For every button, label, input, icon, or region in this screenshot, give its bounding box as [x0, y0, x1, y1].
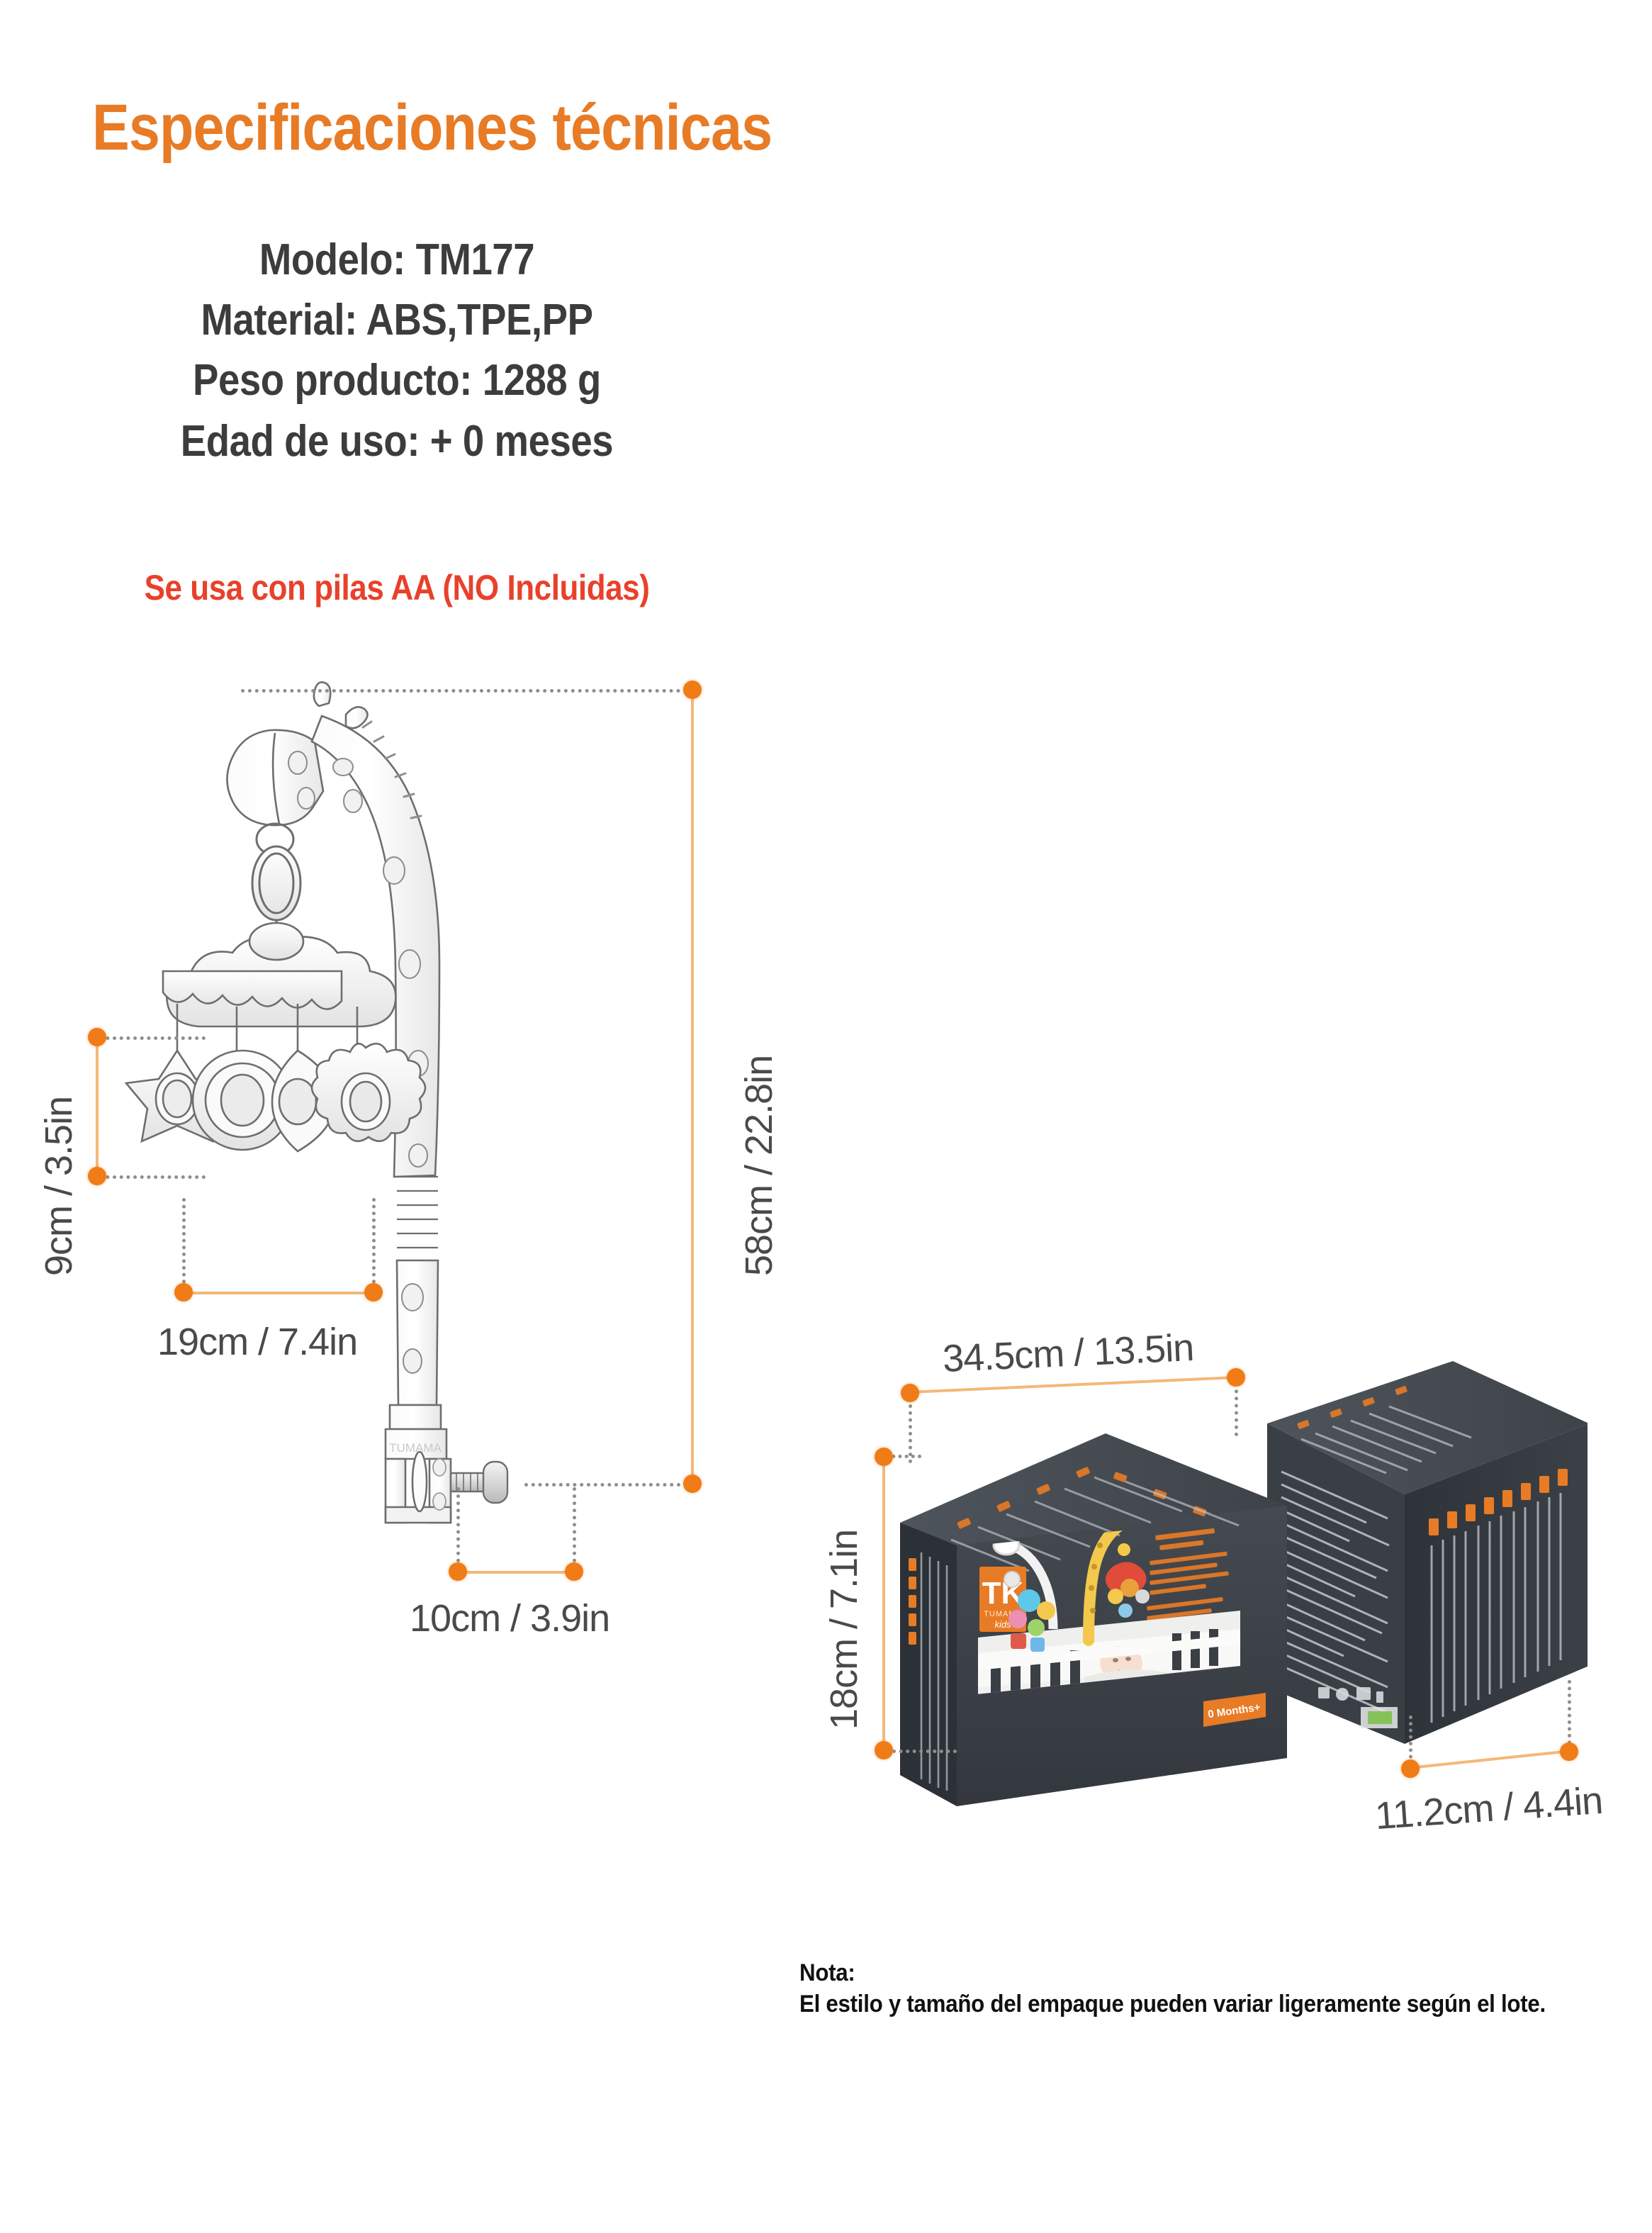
product-illustration: TUMAMA [85, 659, 744, 1531]
age-badge: 0 Months+ [1203, 1693, 1266, 1727]
leader-bottom-height [524, 1483, 687, 1487]
dimension-label-mobile-drop: 9cm / 3.5in [38, 1096, 80, 1276]
packaging-illustration: TK TUMAMA kids [872, 1333, 1589, 1857]
dimension-line-pkg-height [882, 1455, 885, 1750]
leader-left-pkg-depth [1409, 1716, 1412, 1765]
dimension-dot-height-top [683, 681, 702, 699]
note-block: Nota: El estilo y tamaño del empaque pue… [799, 1958, 1636, 2020]
spec-line-peso: Peso producto: 1288 g [193, 356, 601, 405]
leader-top-drop [92, 1036, 206, 1040]
dimension-dot-drop-top [88, 1028, 106, 1046]
leader-bottom-drop [92, 1175, 206, 1179]
dimension-dot-clamp-width-left [449, 1562, 467, 1581]
note-label: Nota: [799, 1959, 855, 1986]
dimension-label-clamp-width: 10cm / 3.9in [410, 1597, 610, 1640]
dimension-dot-pkg-height-bottom [875, 1741, 893, 1759]
dimension-dot-clamp-width-right [565, 1562, 583, 1581]
battery-warning-text: Se usa con pilas AA (NO Incluidas) [144, 568, 650, 608]
spec-line-modelo: Modelo: TM177 [259, 235, 535, 284]
dimension-dot-pkg-width-right [1227, 1368, 1245, 1387]
specifications-list: Modelo: TM177 Material: ABS,TPE,PP Peso … [0, 237, 794, 479]
leader-top-pkg-height [879, 1455, 921, 1458]
dimension-dot-drop-bottom [88, 1167, 106, 1185]
leader-left-pkg-width [909, 1384, 912, 1463]
leader-right-pkg-depth [1568, 1680, 1571, 1751]
page-title: Especificaciones técnicas [92, 91, 772, 164]
dimension-label-product-height: 58cm / 22.8in [738, 1055, 780, 1276]
dimension-dot-mobile-width-right [364, 1283, 383, 1302]
note-text: El estilo y tamaño del empaque pueden va… [799, 1990, 1546, 2017]
dimension-label-pkg-height: 18cm / 7.1in [823, 1529, 865, 1730]
spec-line-edad: Edad de uso: + 0 meses [180, 416, 614, 466]
leader-right-mobile-width [372, 1198, 376, 1290]
leader-left-clamp-width [456, 1487, 460, 1569]
leader-right-pkg-width [1235, 1368, 1238, 1436]
dimension-dot-pkg-depth-right [1560, 1742, 1578, 1761]
leader-right-clamp-width [573, 1487, 576, 1569]
dimension-dot-pkg-height-top [875, 1448, 893, 1466]
dimension-line-clamp-width [456, 1571, 573, 1574]
dimension-line-product-height [691, 689, 694, 1484]
dimension-label-mobile-width: 19cm / 7.4in [157, 1321, 358, 1363]
leader-left-mobile-width [182, 1198, 186, 1290]
dimension-line-mobile-width [182, 1292, 372, 1294]
dimension-line-mobile-drop [96, 1036, 99, 1175]
svg-text:TUMAMA: TUMAMA [389, 1441, 442, 1455]
leader-bottom-pkg-height [879, 1750, 957, 1753]
dimension-dot-pkg-depth-left [1401, 1759, 1420, 1778]
spec-line-material: Material: ABS,TPE,PP [201, 296, 593, 345]
leader-top-height [241, 689, 687, 693]
dimension-dot-mobile-width-left [174, 1283, 193, 1302]
svg-text:kids: kids [994, 1619, 1011, 1630]
dimension-dot-height-bottom [683, 1474, 702, 1493]
dimension-dot-pkg-width-left [901, 1384, 919, 1402]
